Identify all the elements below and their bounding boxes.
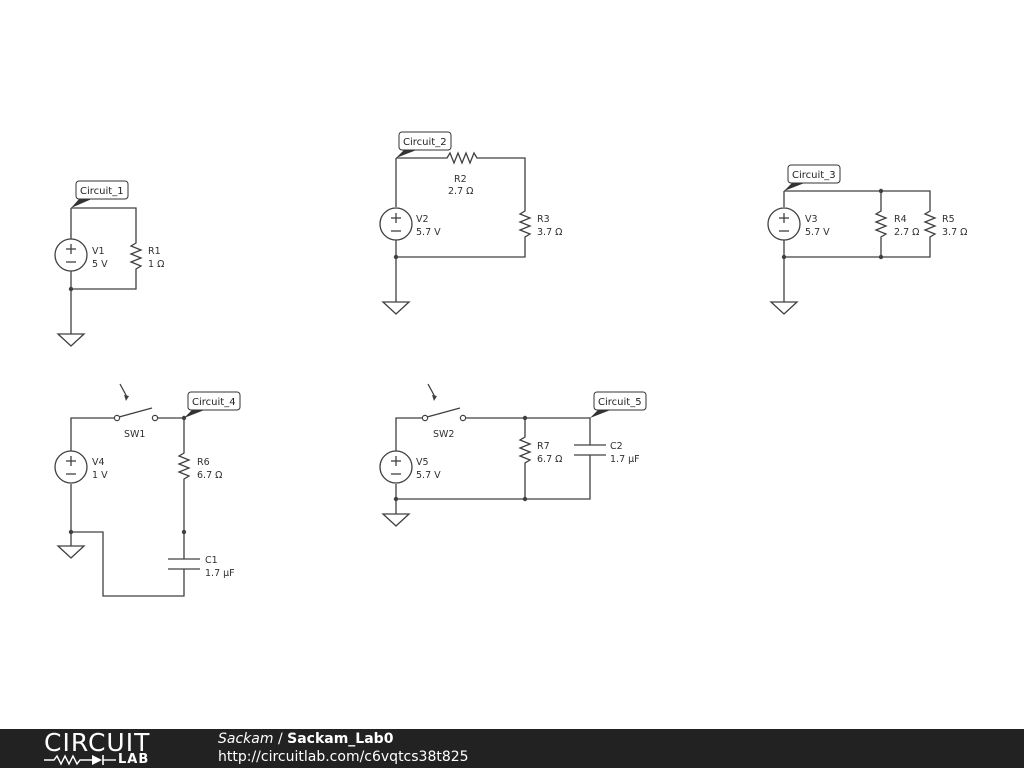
r7-value: 6.7 Ω [537,454,562,465]
r6-value: 6.7 Ω [197,470,222,481]
ground-icon [382,513,410,527]
ground-icon [57,545,85,559]
switch-sw2[interactable] [421,383,467,422]
circuit-1: V1 5 V R1 1 Ω Circuit_1 [54,180,164,347]
r5-value: 3.7 Ω [942,227,967,238]
v2-name: V2 [416,214,429,225]
circuit-5-tag[interactable]: Circuit_5 [590,391,647,418]
switch-sw1[interactable] [113,383,159,422]
v3-name: V3 [805,214,818,225]
circuit-url[interactable]: http://circuitlab.com/c6vqtcs38t825 [218,749,469,765]
circuit-5-label: Circuit_5 [598,397,642,408]
voltage-source-v1[interactable] [54,238,88,272]
resistor-r3[interactable] [518,208,532,240]
resistor-r6[interactable] [177,450,191,484]
r5-name: R5 [942,214,955,225]
v2-value: 5.7 V [416,227,441,238]
resistor-r7[interactable] [518,434,532,468]
circuit-4: SW1 V4 1 V R6 6.7 Ω C1 1.7 µF Circuit_4 [54,383,241,597]
sw1-name: SW1 [124,429,145,440]
r3-name: R3 [537,214,550,225]
voltage-source-v2[interactable] [379,207,413,241]
r4-name: R4 [894,214,907,225]
circuit-4-label: Circuit_4 [192,397,236,408]
circuit-1-tag[interactable]: Circuit_1 [71,180,129,208]
circuit-2-tag[interactable]: Circuit_2 [396,131,452,158]
v1-value: 5 V [92,259,108,270]
circuit-2-label: Circuit_2 [403,137,447,148]
c1-name: C1 [205,555,218,566]
v5-value: 5.7 V [416,470,441,481]
r4-value: 2.7 Ω [894,227,919,238]
voltage-source-v5[interactable] [379,450,413,484]
v3-value: 5.7 V [805,227,830,238]
brand-logo-bottom: LAB [118,752,150,767]
credit-separator: / [273,731,288,747]
circuit-3: V3 5.7 V R4 2.7 Ω R5 3.7 Ω Circuit_3 [767,164,967,315]
capacitor-c1[interactable] [168,558,200,570]
c2-value: 1.7 µF [610,454,640,465]
circuit-1-label: Circuit_1 [80,186,124,197]
resistor-r5[interactable] [923,208,937,240]
v5-name: V5 [416,457,429,468]
circuit-4-tag[interactable]: Circuit_4 [184,391,241,418]
c1-value: 1.7 µF [205,568,235,579]
resistor-r4[interactable] [874,208,888,240]
ground-icon [382,301,410,315]
voltage-source-v4[interactable] [54,450,88,484]
r3-value: 3.7 Ω [537,227,562,238]
voltage-source-v3[interactable] [767,207,801,241]
v4-value: 1 V [92,470,108,481]
schematic-canvas: V1 5 V R1 1 Ω Circuit_1 R2 2.7 Ω V2 5.7 … [54,131,967,597]
circuitlab-logo-icon [44,754,116,766]
footer-bar: CIRCUIT LAB Sackam / Sackam_Lab0 http://… [0,729,1024,768]
circuit-5: SW2 V5 5.7 V R7 6.7 Ω C2 1.7 µF Circuit_… [379,383,647,527]
r1-value: 1 Ω [148,259,164,270]
circuit-3-label: Circuit_3 [792,170,836,181]
resistor-r2[interactable] [444,151,478,165]
r6-name: R6 [197,457,210,468]
v4-name: V4 [92,457,105,468]
r7-name: R7 [537,441,550,452]
circuit-2: R2 2.7 Ω V2 5.7 V R3 3.7 Ω Circuit_2 [379,131,562,315]
sw2-name: SW2 [433,429,454,440]
circuit-credit: Sackam / Sackam_Lab0 [218,731,393,748]
r2-name: R2 [454,174,467,185]
circuit-3-tag[interactable]: Circuit_3 [784,164,841,191]
ground-icon [57,333,85,347]
author-name[interactable]: Sackam [218,731,274,747]
c2-name: C2 [610,441,623,452]
resistor-r1[interactable] [129,240,143,272]
r1-name: R1 [148,246,161,257]
circuit-title[interactable]: Sackam_Lab0 [287,731,394,747]
ground-icon [770,301,798,315]
r2-value: 2.7 Ω [448,186,473,197]
capacitor-c2[interactable] [574,444,606,456]
brand-logo-top: CIRCUIT [44,728,151,757]
v1-name: V1 [92,246,105,257]
